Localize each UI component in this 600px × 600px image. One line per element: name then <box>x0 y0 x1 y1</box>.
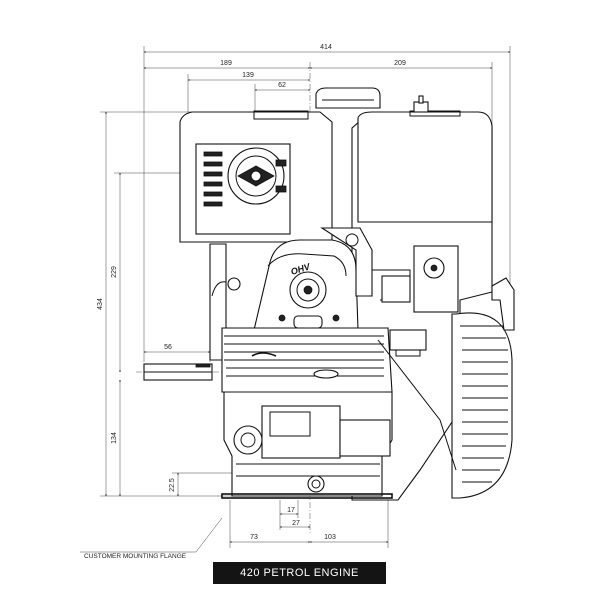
dim-27: 27 <box>292 520 300 527</box>
dim-73: 73 <box>250 534 258 541</box>
dimension-labels: 414 189 209 139 62 434 229 134 22.5 56 1… <box>97 44 406 541</box>
engine-body: OHV <box>143 87 515 501</box>
dim-22-5: 22.5 <box>169 478 176 492</box>
dim-56: 56 <box>164 344 172 351</box>
dim-134: 134 <box>111 432 118 444</box>
dim-17: 17 <box>287 507 295 514</box>
callout-label: CUSTOMER MOUNTING FLANGE <box>84 553 187 560</box>
dim-414: 414 <box>320 44 332 51</box>
mounting-flange-callout: CUSTOMER MOUNTING FLANGE <box>80 517 223 560</box>
dim-434: 434 <box>97 298 104 310</box>
dim-103: 103 <box>324 534 336 541</box>
dim-229: 229 <box>111 266 118 278</box>
dim-189: 189 <box>220 60 232 67</box>
dim-209: 209 <box>394 60 406 67</box>
dim-139: 139 <box>242 72 254 79</box>
drawing-title: 420 PETROL ENGINE <box>213 562 386 584</box>
dim-62: 62 <box>278 82 286 89</box>
